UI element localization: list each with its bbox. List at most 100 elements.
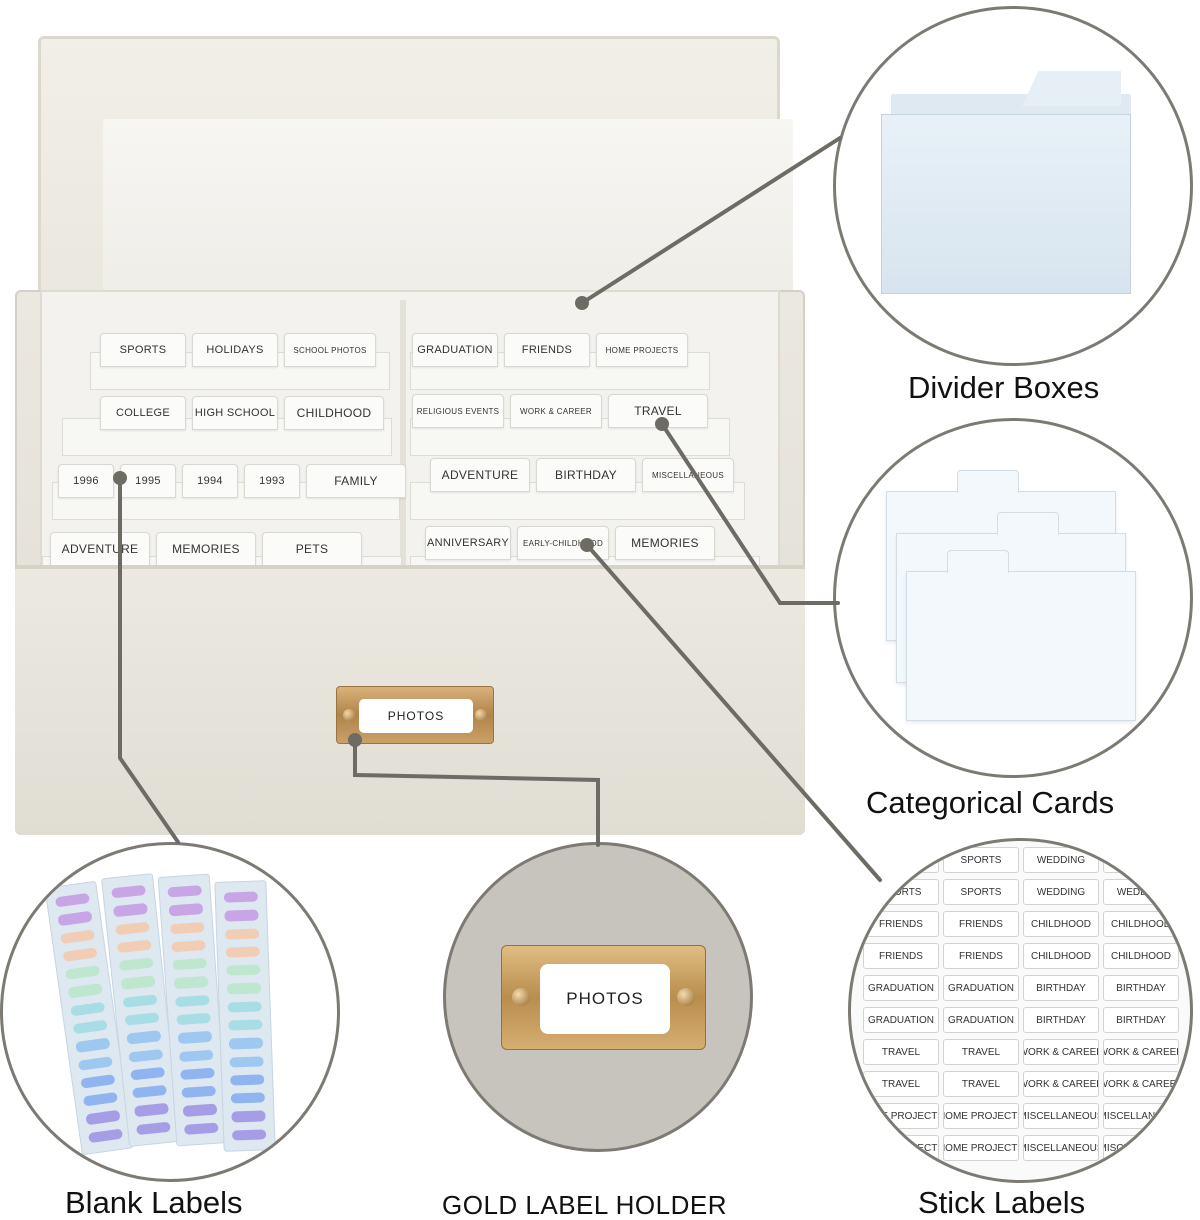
- blank-label: [59, 929, 96, 944]
- blank-label: [111, 884, 147, 899]
- blank-label: [120, 975, 156, 990]
- blank-label: [224, 928, 260, 940]
- sticker-label: HOME PROJECTS: [943, 1135, 1019, 1161]
- sticker-label: CHILDHOOD: [1103, 943, 1179, 969]
- blank-labels-caption: Blank Labels: [65, 1185, 243, 1220]
- box-label-holder: PHOTOS: [336, 686, 494, 744]
- divider-tab: SCHOOL PHOTOS: [284, 333, 376, 367]
- divider-tab: MEMORIES: [615, 526, 715, 560]
- divider-tab: EARLY-CHILDHOOD: [517, 526, 609, 560]
- sticker-label: GRADUATION: [863, 975, 939, 1001]
- blank-label: [113, 903, 148, 917]
- sticker-label: SPORTS: [863, 879, 939, 905]
- blank-label: [226, 964, 261, 977]
- blank-label: [168, 903, 204, 916]
- sticker-label: FRIENDS: [863, 943, 939, 969]
- divider-tab: ADVENTURE: [50, 532, 150, 566]
- sticker-label: SPORTS: [863, 847, 939, 873]
- blank-label: [228, 1019, 263, 1031]
- sticker-label: CHILDHOOD: [1023, 911, 1099, 937]
- blank-label: [62, 947, 98, 963]
- sticker-label: BIRTHDAY: [1103, 1007, 1179, 1033]
- blank-label: [57, 910, 93, 926]
- blank-label: [122, 993, 158, 1008]
- rivet-icon: [512, 988, 530, 1006]
- sticker-label: BIRTHDAY: [1103, 975, 1179, 1001]
- label-strip: [214, 880, 276, 1152]
- sticker-label: WEDDING: [1023, 879, 1099, 905]
- blank-label: [228, 1037, 264, 1050]
- blank-label: [72, 1019, 108, 1035]
- rivet-icon: [475, 709, 487, 721]
- blank-label: [54, 892, 91, 908]
- blank-label: [126, 1030, 162, 1045]
- blank-label: [230, 1092, 266, 1104]
- blank-label: [124, 1012, 160, 1026]
- sticker-label: TRAVEL: [943, 1039, 1019, 1065]
- blank-label: [85, 1110, 121, 1125]
- divider-tab: PETS: [262, 532, 362, 566]
- sticker-label: GRADUATION: [863, 1007, 939, 1033]
- sticker-label: WEDDING: [1103, 847, 1179, 873]
- rivet-icon: [677, 988, 695, 1006]
- blank-label: [171, 939, 206, 953]
- blank-label: [116, 939, 152, 954]
- sticker-label: WORK & CAREER: [1103, 1039, 1179, 1065]
- divider-tab: 1996: [58, 464, 114, 498]
- divider-tab: MISCELLANEOUS: [642, 458, 734, 492]
- divider-tab: HIGH SCHOOL: [192, 396, 278, 430]
- blank-label: [82, 1091, 118, 1107]
- divider-tab: 1994: [182, 464, 238, 498]
- divider-tab: RELIGIOUS EVENTS: [412, 394, 504, 428]
- sticker-label: WEDDING: [1023, 847, 1099, 873]
- blank-label: [75, 1037, 111, 1053]
- sticker-label: TRAVEL: [863, 1071, 939, 1097]
- sticker-label: WORK & CAREER: [1023, 1039, 1099, 1065]
- blank-label: [67, 983, 103, 999]
- blank-label: [175, 994, 210, 1008]
- divider-tab: 1993: [244, 464, 300, 498]
- gold-label-card: PHOTOS: [540, 964, 670, 1034]
- sticker-label: FRIENDS: [863, 911, 939, 937]
- divider-box-flap: [1022, 71, 1121, 106]
- blank-label: [181, 1085, 217, 1099]
- sticker-label: BIRTHDAY: [1023, 1007, 1099, 1033]
- sticker-label: MISCELLANEOUS: [1023, 1103, 1099, 1129]
- blank-label: [169, 921, 205, 935]
- sticker-label: GRADUATION: [943, 1007, 1019, 1033]
- blank-label: [80, 1073, 116, 1089]
- blank-label: [128, 1048, 164, 1063]
- blank-label: [229, 1055, 264, 1068]
- divider-tab: MEMORIES: [156, 532, 256, 566]
- blank-label: [135, 1121, 171, 1136]
- blank-label: [114, 921, 150, 936]
- box-label-card: PHOTOS: [359, 699, 473, 733]
- blank-label: [231, 1110, 266, 1123]
- divider-boxes-caption: Divider Boxes: [908, 370, 1100, 405]
- sticker-label: MISCELLANEOUS: [1023, 1135, 1099, 1161]
- sticker-label: CHILDHOOD: [1103, 911, 1179, 937]
- blank-label: [77, 1055, 113, 1071]
- divider-tab: TRAVEL: [608, 394, 708, 428]
- categorical-cards-circle: [833, 418, 1193, 778]
- blank-label: [176, 1012, 211, 1026]
- sticker-label: GRADUATION: [943, 975, 1019, 1001]
- blank-label: [65, 965, 101, 981]
- sticker-label: HOME PROJECTS: [943, 1103, 1019, 1129]
- gold-label-holder-caption: GOLD LABEL HOLDER: [442, 1190, 727, 1220]
- blank-label: [172, 958, 208, 971]
- blank-label: [177, 1031, 213, 1044]
- blank-label: [118, 957, 154, 972]
- sticker-label: TRAVEL: [943, 1071, 1019, 1097]
- sticker-label: SPORTS: [943, 847, 1019, 873]
- blank-label: [230, 1074, 265, 1086]
- blank-label: [226, 982, 262, 995]
- sticker-label: CHILDHOOD: [1023, 943, 1099, 969]
- divider-box-front: [881, 114, 1131, 294]
- divider-tab: FRIENDS: [504, 333, 590, 367]
